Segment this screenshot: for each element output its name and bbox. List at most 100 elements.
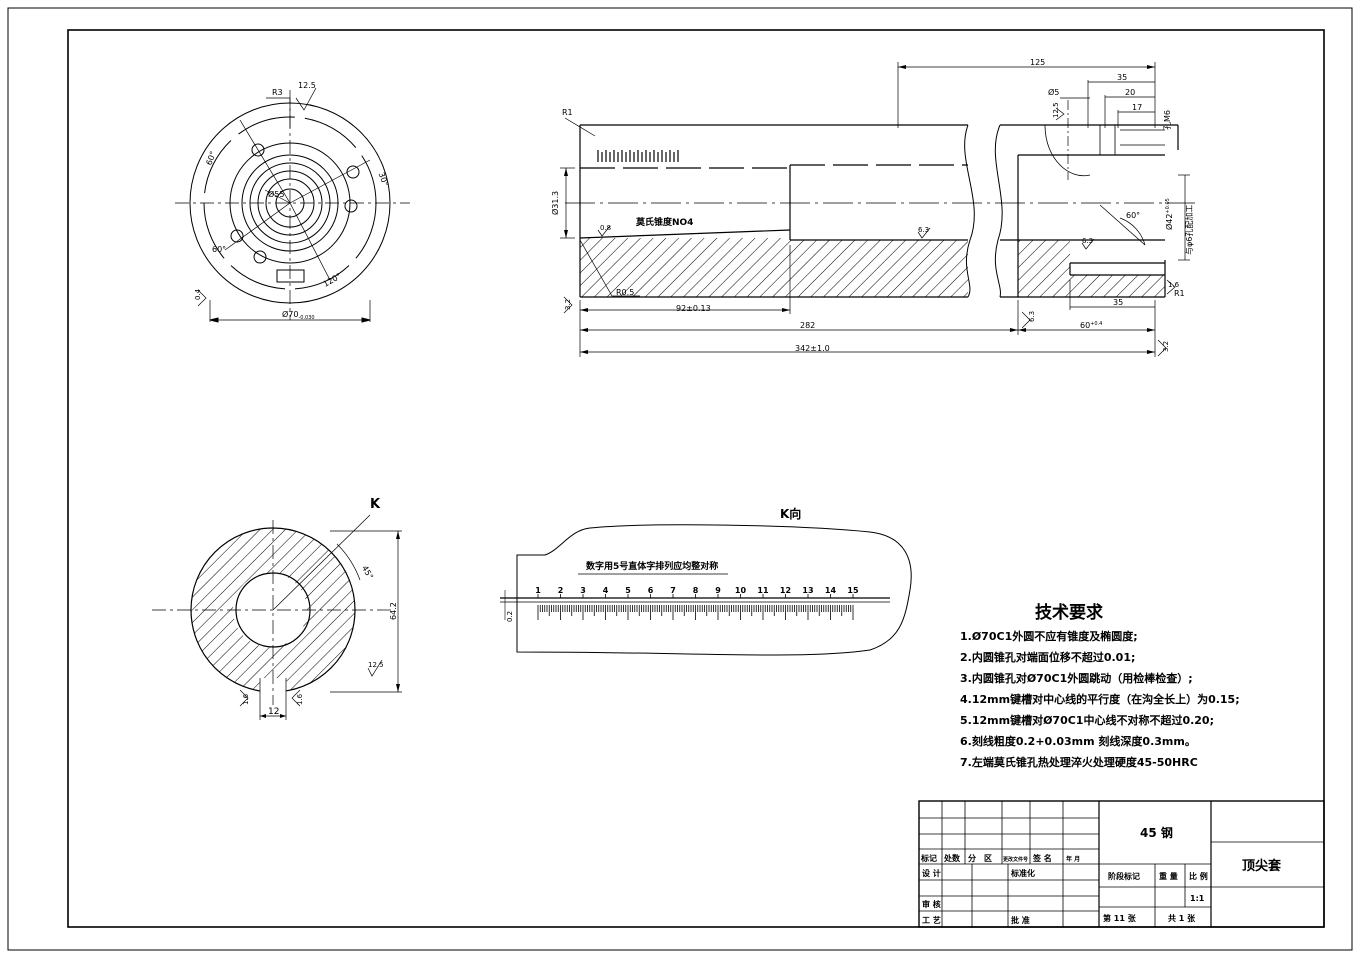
- tb-stage: 阶段标记: [1108, 871, 1140, 881]
- k-scale-ticks: [537, 594, 854, 620]
- tb-approve: 批 准: [1011, 915, 1030, 925]
- main-rough-6-3b: 6.3: [1082, 237, 1093, 245]
- main-dim-92: 92±0.13: [676, 304, 711, 313]
- tech-title: 技术要求: [1035, 602, 1103, 623]
- main-dim-17: 17: [1132, 103, 1142, 112]
- k-view-title: K向: [780, 506, 801, 521]
- main-r05: R0.5: [616, 288, 634, 297]
- main-dim-35-bot: 35: [1113, 298, 1123, 307]
- engraving-marks: [597, 150, 679, 162]
- scale-number: 12: [780, 586, 791, 595]
- scale-number: 15: [847, 586, 859, 595]
- scale-number: 4: [603, 586, 609, 595]
- left-dia-55: Ø55: [268, 189, 284, 199]
- tb-h-mark: 标记: [920, 853, 937, 863]
- main-hatch-right: [1018, 240, 1070, 297]
- main-rough-3-2a: 3.2: [564, 299, 572, 310]
- tb-sheet-no: 第 11 张: [1103, 913, 1137, 923]
- k-view-note: 数字用5号直体字排列应均整对称: [586, 560, 718, 572]
- main-morse: 莫氏锥度NO4: [635, 216, 693, 228]
- scale-number: 13: [802, 586, 813, 595]
- scale-number: 10: [735, 586, 747, 595]
- scale-number: 7: [670, 586, 676, 595]
- main-r1: R1: [562, 108, 573, 117]
- main-hatch-left: [580, 238, 790, 297]
- tb-weight: 重 量: [1159, 871, 1178, 881]
- left-angle-60-top: 60°: [205, 150, 218, 166]
- scale-number: 14: [825, 586, 837, 595]
- scale-number: 5: [625, 586, 631, 595]
- section-dim-12: 12: [268, 707, 279, 717]
- scale-number: 8: [693, 586, 699, 595]
- scale-number: 6: [648, 586, 654, 595]
- main-angle-60: 60°: [1126, 211, 1140, 220]
- main-arrows: [564, 65, 1155, 354]
- left-flat-04: 0.4: [194, 288, 202, 300]
- main-hatch-mid: [790, 240, 968, 297]
- k-view-dim-0-2: 0.2: [506, 611, 514, 622]
- tb-h-count: 处数: [943, 853, 961, 863]
- tb-process: 工 艺: [922, 915, 941, 925]
- title-block: [918, 800, 1325, 928]
- main-rough-6-3c: 6.3: [1028, 311, 1036, 322]
- main-dimensions: [560, 62, 1190, 357]
- tech-list: 1.Ø70C1外圆不应有锥度及椭圆度; 2.内圆锥孔对端面位移不超过0.01; …: [960, 629, 1240, 769]
- main-dim-60: 60+0.4: [1080, 321, 1102, 330]
- main-dim-125: 125: [1030, 58, 1045, 67]
- main-side-note: 与φ6孔配加工: [1184, 205, 1194, 255]
- left-end-view: [175, 87, 410, 323]
- left-angle-60-bot: 60°: [212, 245, 226, 254]
- main-rough-0-8: 0.8: [600, 224, 611, 232]
- tech-item: 1.Ø70C1外圆不应有锥度及椭圆度;: [960, 629, 1138, 643]
- tech-item: 7.左端莫氏锥孔热处理淬火处理硬度45-50HRC: [960, 755, 1198, 769]
- scale-number: 11: [757, 586, 769, 595]
- main-dim-342: 342±1.0: [795, 344, 830, 353]
- tb-design: 设 计: [922, 868, 941, 878]
- tb-sheet-total: 共 1 张: [1168, 913, 1196, 923]
- scale-number: 2: [558, 586, 564, 595]
- tb-ratio-value: 1:1: [1190, 894, 1205, 903]
- tb-h-sign: 签 名: [1032, 853, 1052, 863]
- section-k-label: K: [370, 497, 381, 512]
- section-rough-1-6b: 1.6: [296, 693, 304, 705]
- left-roughness: 12.5: [298, 81, 316, 90]
- main-hole-label: 孔M6: [1163, 110, 1172, 130]
- section-dim-64-2: 64.2: [389, 602, 398, 620]
- main-rough-1-6: 1.6: [1168, 281, 1180, 289]
- tb-h-doc: 更改文件号: [1003, 856, 1028, 863]
- tech-item: 5.12mm键槽对Ø70C1中心线不对称不超过0.20;: [960, 713, 1214, 727]
- scale-number: 9: [715, 586, 721, 595]
- scale-number: 1: [535, 586, 541, 595]
- section-view: [152, 514, 402, 720]
- main-hatch-right2: [1070, 275, 1165, 297]
- tech-item: 6.刻线粗度0.2+0.03mm 刻线深度0.3mm。: [960, 734, 1196, 748]
- tb-h-date: 年 月: [1066, 855, 1080, 863]
- tb-h-zone: 分 区: [968, 853, 992, 863]
- section-rough-1-6a: 1.6: [242, 693, 250, 705]
- scale-number: 3: [580, 586, 586, 595]
- tb-material: 45 钢: [1140, 825, 1173, 840]
- left-angle-120: 120°: [322, 271, 343, 288]
- main-dim-282: 282: [800, 321, 815, 330]
- left-dia-70: Ø70-0.030: [282, 309, 315, 321]
- main-dia-31-3: Ø31.3: [550, 191, 560, 215]
- left-r3: R3: [272, 88, 283, 97]
- outer-border: [7, 7, 1353, 951]
- left-angle-30: 30°: [377, 171, 390, 187]
- main-rough-3-2b: 3.2: [1162, 341, 1170, 352]
- tech-item: 3.内圆锥孔对Ø70C1外圆跳动（用检棒检查）;: [960, 671, 1193, 685]
- k-view: [500, 524, 912, 656]
- main-rough-6-3a: 6.3: [918, 226, 929, 234]
- tech-item: 4.12mm键槽对中心线的平行度（在沟全长上）为0.15;: [960, 692, 1240, 706]
- tb-review: 审 核: [922, 899, 941, 909]
- tb-ratio: 比 例: [1189, 871, 1208, 881]
- main-r1b: R1: [1174, 289, 1185, 298]
- tb-standard: 标准化: [1010, 868, 1035, 878]
- main-dia-5: Ø5: [1048, 87, 1059, 97]
- tb-part-name: 顶尖套: [1242, 858, 1282, 874]
- tech-item: 2.内圆锥孔对端面位移不超过0.01;: [960, 650, 1135, 664]
- main-rough-12-5: 12.5: [1052, 102, 1060, 118]
- section-roughness: 12.5: [368, 661, 384, 669]
- section-angle-45: 45°: [360, 564, 375, 581]
